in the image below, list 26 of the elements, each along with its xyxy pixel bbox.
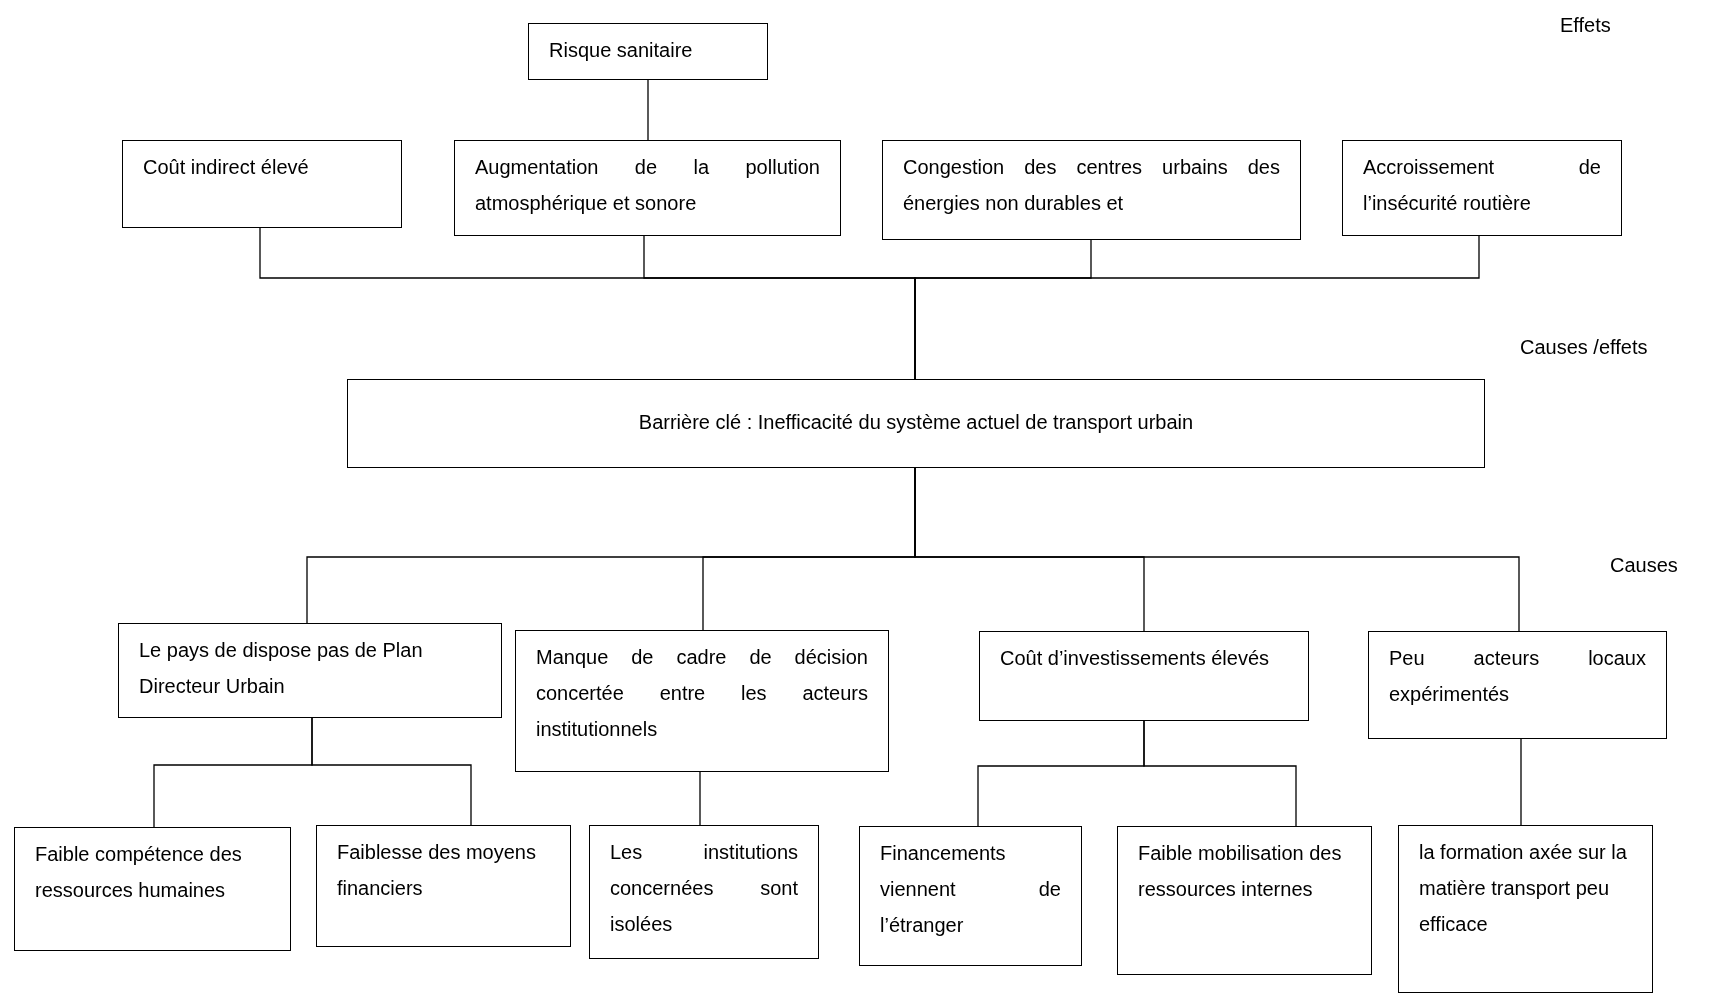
- level-label: Causes /effets: [1520, 335, 1648, 360]
- text-box: Faiblesse des moyens financiers: [316, 825, 571, 947]
- connector-line: [647, 79, 649, 141]
- text-box: Le pays de dispose pas de Plan Directeur Urbain: [118, 623, 502, 718]
- text-box: Augmentation de la pollution atmosphérique et sonore: [454, 140, 841, 236]
- text-box: Risque sanitaire: [528, 23, 768, 80]
- text-box: Faible mobilisation des ressources internes: [1117, 826, 1372, 975]
- text-box: la formation axée sur la matière transport peu efficace: [1398, 825, 1653, 993]
- connector-line: [1143, 720, 1297, 827]
- text-box: Barrière clé : Inefficacité du système actuel de transport urbain: [347, 379, 1485, 468]
- level-label: Effets: [1560, 13, 1611, 38]
- text-box: Coût indirect élevé: [122, 140, 402, 228]
- text-box: Peu acteurs locaux expérimentés: [1368, 631, 1667, 739]
- connector-line: [699, 771, 701, 826]
- text-box: Faible compétence des ressources humaines: [14, 827, 291, 951]
- text-box: Accroissement de l’insécurité routière: [1342, 140, 1622, 236]
- text-box: Manque de cadre de décision concertée entre les acteurs institutionnels: [515, 630, 889, 772]
- connector-line: [914, 467, 1520, 632]
- connector-line: [311, 717, 472, 826]
- text-box: Financements viennent de l’étranger: [859, 826, 1082, 966]
- text-box: Coût d’investissements élevés: [979, 631, 1309, 721]
- connector-line: [914, 235, 1480, 380]
- text-box: Congestion des centres urbains des énergies non durables et: [882, 140, 1301, 240]
- level-label: Causes: [1610, 553, 1678, 578]
- connector-line: [1520, 738, 1522, 826]
- text-box: Les institutions concernées sont isolées: [589, 825, 819, 959]
